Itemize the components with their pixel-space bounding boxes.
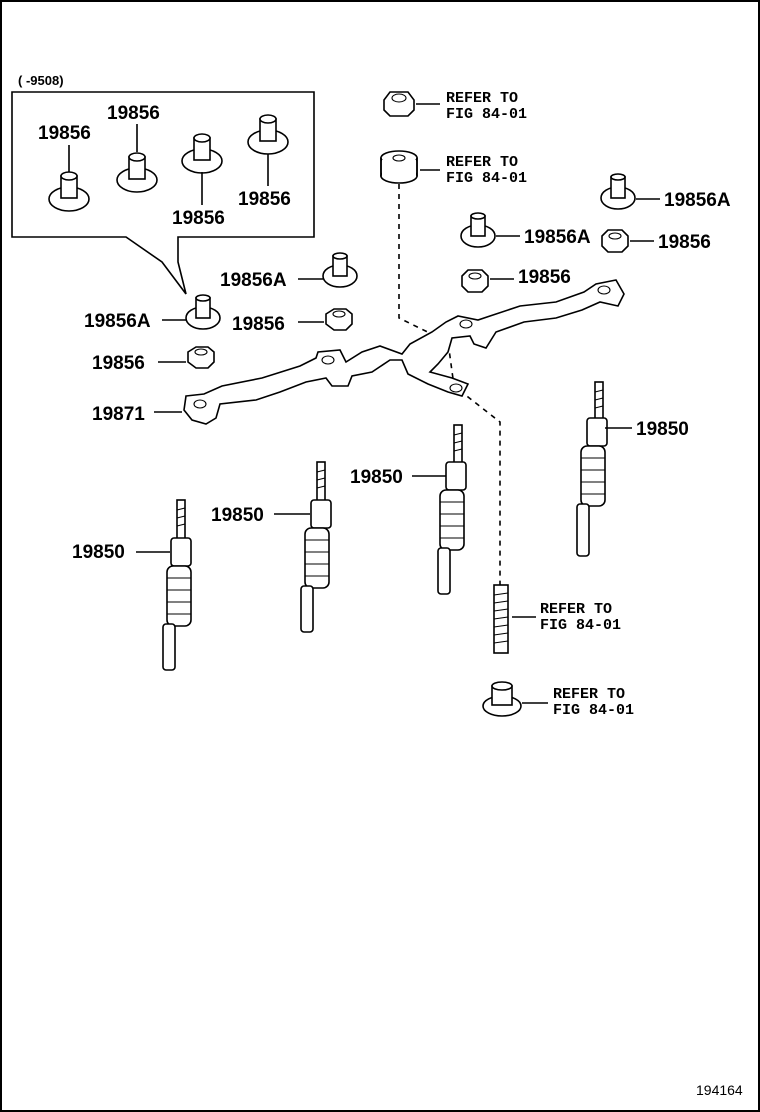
ref-stud — [493, 584, 536, 654]
inset-nut-3-label: 19856 — [172, 208, 225, 229]
nut-a-left — [162, 294, 221, 330]
glow-plug-1 — [136, 499, 192, 671]
ref-nut-bottom — [482, 681, 548, 717]
nut-a-right-top-label: 19856A — [664, 190, 731, 211]
glow-plug-4-label: 19850 — [636, 419, 689, 440]
nut-a-right — [460, 212, 520, 248]
nut-mid-label: 19856 — [232, 314, 285, 335]
inset-nut-1-label: 19856 — [38, 123, 91, 144]
glow-plug-1-label: 19850 — [72, 542, 125, 563]
ref-washer-top — [380, 150, 440, 184]
nut-left — [158, 346, 215, 369]
ref-4-line1: REFER TO — [553, 686, 625, 703]
glow-plug-2 — [274, 461, 332, 633]
nut-left-label: 19856 — [92, 353, 145, 374]
inset-nut-4 — [247, 114, 289, 186]
glow-plug-4 — [576, 381, 632, 557]
ref-2-line1: REFER TO — [446, 154, 518, 171]
nut-a-right-top — [600, 173, 660, 210]
inset-box: ( -9508) 19856 — [11, 73, 315, 295]
nut-a-mid-label: 19856A — [220, 270, 287, 291]
inset-range-label: ( -9508) — [18, 73, 64, 88]
busbar-label: 19871 — [92, 404, 145, 425]
diagram-number: 194164 — [696, 1082, 743, 1098]
nut-a-mid — [298, 252, 358, 288]
ref-nut-top — [383, 91, 440, 117]
inset-nut-1 — [48, 145, 90, 212]
inset-nut-2-label: 19856 — [107, 103, 160, 124]
nut-right-label: 19856 — [518, 267, 571, 288]
glow-plug-2-label: 19850 — [211, 505, 264, 526]
inset-nut-3 — [181, 133, 223, 205]
nut-mid — [298, 308, 353, 331]
inset-nut-2 — [116, 124, 158, 193]
nut-a-right-label: 19856A — [524, 227, 591, 248]
ref-3-line2: FIG 84-01 — [540, 617, 621, 634]
nut-right — [461, 269, 514, 293]
glow-plug-busbar — [154, 279, 625, 425]
inset-nut-4-label: 19856 — [238, 189, 291, 210]
ref-1-line1: REFER TO — [446, 90, 518, 107]
nut-a-left-label: 19856A — [84, 311, 151, 332]
nut-right-top-label: 19856 — [658, 232, 711, 253]
ref-1-line2: FIG 84-01 — [446, 106, 527, 123]
ref-2-line2: FIG 84-01 — [446, 170, 527, 187]
glow-plug-3 — [412, 424, 467, 595]
ref-4-line2: FIG 84-01 — [553, 702, 634, 719]
glow-plug-3-label: 19850 — [350, 467, 403, 488]
nut-right-top — [601, 229, 654, 253]
ref-3-line1: REFER TO — [540, 601, 612, 618]
